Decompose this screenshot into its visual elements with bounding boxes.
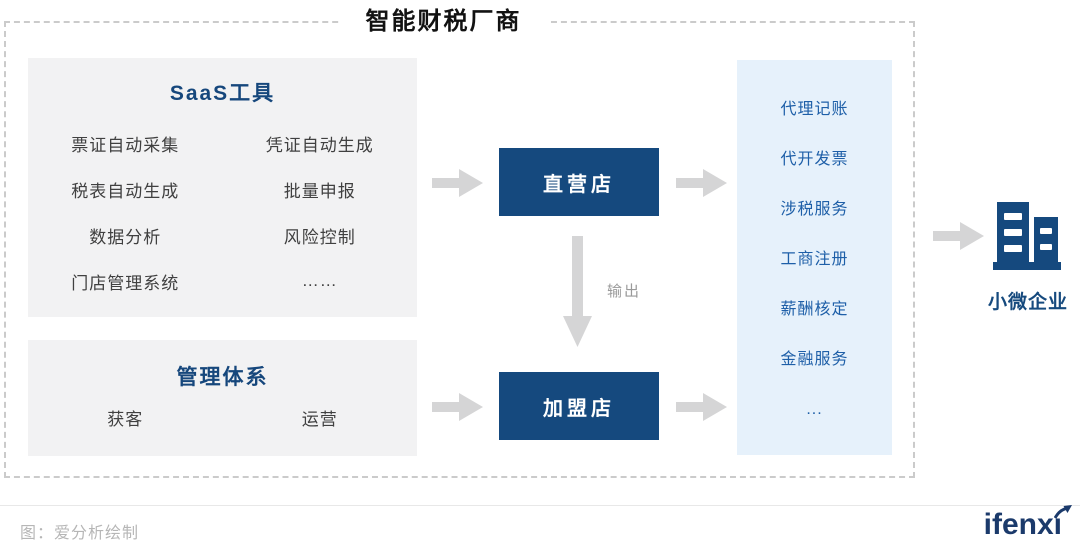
management-item: 获客 xyxy=(107,409,144,429)
logo-text: ifenx xyxy=(983,508,1054,541)
saas-item: 风险控制 xyxy=(283,227,356,247)
arrow-franchise-to-services-icon xyxy=(676,393,727,421)
footer-divider xyxy=(0,505,1080,506)
saas-item: 数据分析 xyxy=(89,227,162,247)
service-item: ... xyxy=(806,401,823,418)
saas-items-grid: 票证自动采集 凭证自动生成 税表自动生成 批量申报 数据分析 风险控制 门店管理… xyxy=(28,120,417,304)
arrow-direct-to-services-icon xyxy=(676,169,727,197)
saas-item: 票证自动采集 xyxy=(71,135,180,155)
arrow-saas-to-direct-icon xyxy=(432,169,483,197)
vendor-boundary-box: 智能财税厂商 xyxy=(4,7,915,478)
franchise-store-node: 加盟店 xyxy=(499,372,659,440)
saas-item: 凭证自动生成 xyxy=(265,135,374,155)
saas-item: …… xyxy=(301,271,338,290)
service-item: 涉税服务 xyxy=(780,201,849,218)
customer-label: 小微企业 xyxy=(987,292,1068,313)
saas-item: 门店管理系统 xyxy=(71,273,180,293)
management-item: 运营 xyxy=(301,409,338,429)
arrow-mgmt-to-franchise-icon xyxy=(432,393,483,421)
arrow-services-to-customer-icon xyxy=(933,222,984,250)
service-item: 薪酬核定 xyxy=(780,301,849,318)
saas-tools-box: SaaS工具 票证自动采集 凭证自动生成 税表自动生成 批量申报 数据分析 风险… xyxy=(28,58,417,317)
management-box: 管理体系 获客 运营 xyxy=(28,340,417,456)
logo-arrow-icon xyxy=(1054,505,1072,519)
figure-caption: 图：爱分析绘制 xyxy=(20,525,140,542)
saas-item: 税表自动生成 xyxy=(71,181,180,201)
buildings-icon xyxy=(993,202,1061,270)
direct-store-node: 直营店 xyxy=(499,148,659,216)
service-item: 代开发票 xyxy=(780,151,849,168)
management-items-grid: 获客 运营 xyxy=(28,394,417,440)
management-box-title: 管理体系 xyxy=(176,366,269,389)
saas-item: 批量申报 xyxy=(283,181,356,201)
services-box: 代理记账 代开发票 涉税服务 工商注册 薪酬核定 金融服务 ... xyxy=(737,60,892,455)
output-flow-label: 输出 xyxy=(607,283,642,300)
diagram-title: 智能财税厂商 xyxy=(339,7,548,37)
service-item: 金融服务 xyxy=(780,351,849,368)
logo-dotless-i: ı xyxy=(1053,508,1062,541)
service-item: 代理记账 xyxy=(780,101,849,118)
saas-box-title: SaaS工具 xyxy=(169,82,276,105)
service-item: 工商注册 xyxy=(780,251,849,268)
arrow-direct-to-franchise-icon xyxy=(563,236,592,347)
ifenxi-logo: ifenxı xyxy=(983,505,1072,542)
